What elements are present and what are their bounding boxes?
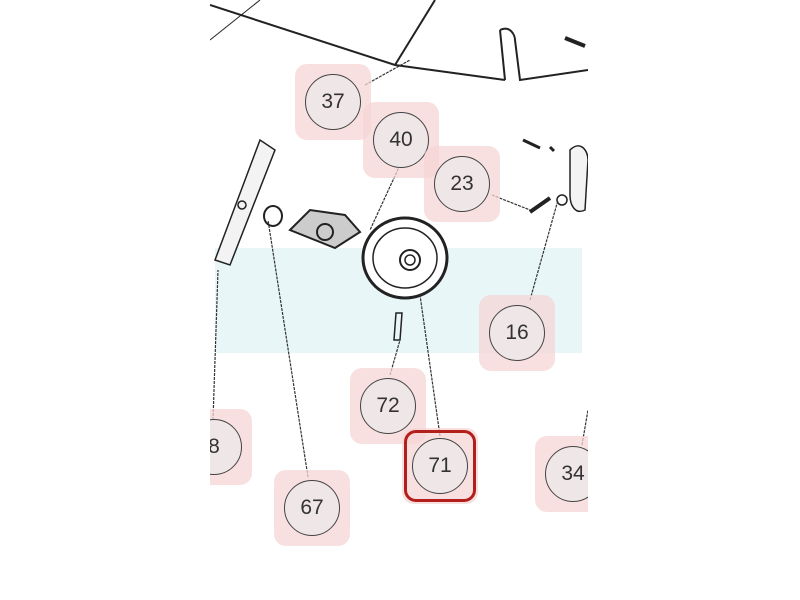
diagram-drawing [210,0,588,478]
callout-40[interactable]: 40 [373,112,429,168]
callout-67[interactable]: 67 [284,480,340,536]
frame-edge [394,0,436,66]
callout-16[interactable]: 16 [489,305,545,361]
pin-part [528,196,552,214]
flange-bearing-part [288,208,362,250]
spacer-part [263,205,283,227]
key-part [393,312,403,341]
selected-callout-outline [404,430,476,502]
callout-37[interactable]: 37 [305,74,361,130]
callout-72[interactable]: 72 [360,378,416,434]
callout-34[interactable]: 34 [545,446,588,502]
callout-71[interactable]: 71 [412,438,468,494]
callout-23[interactable]: 23 [434,156,490,212]
